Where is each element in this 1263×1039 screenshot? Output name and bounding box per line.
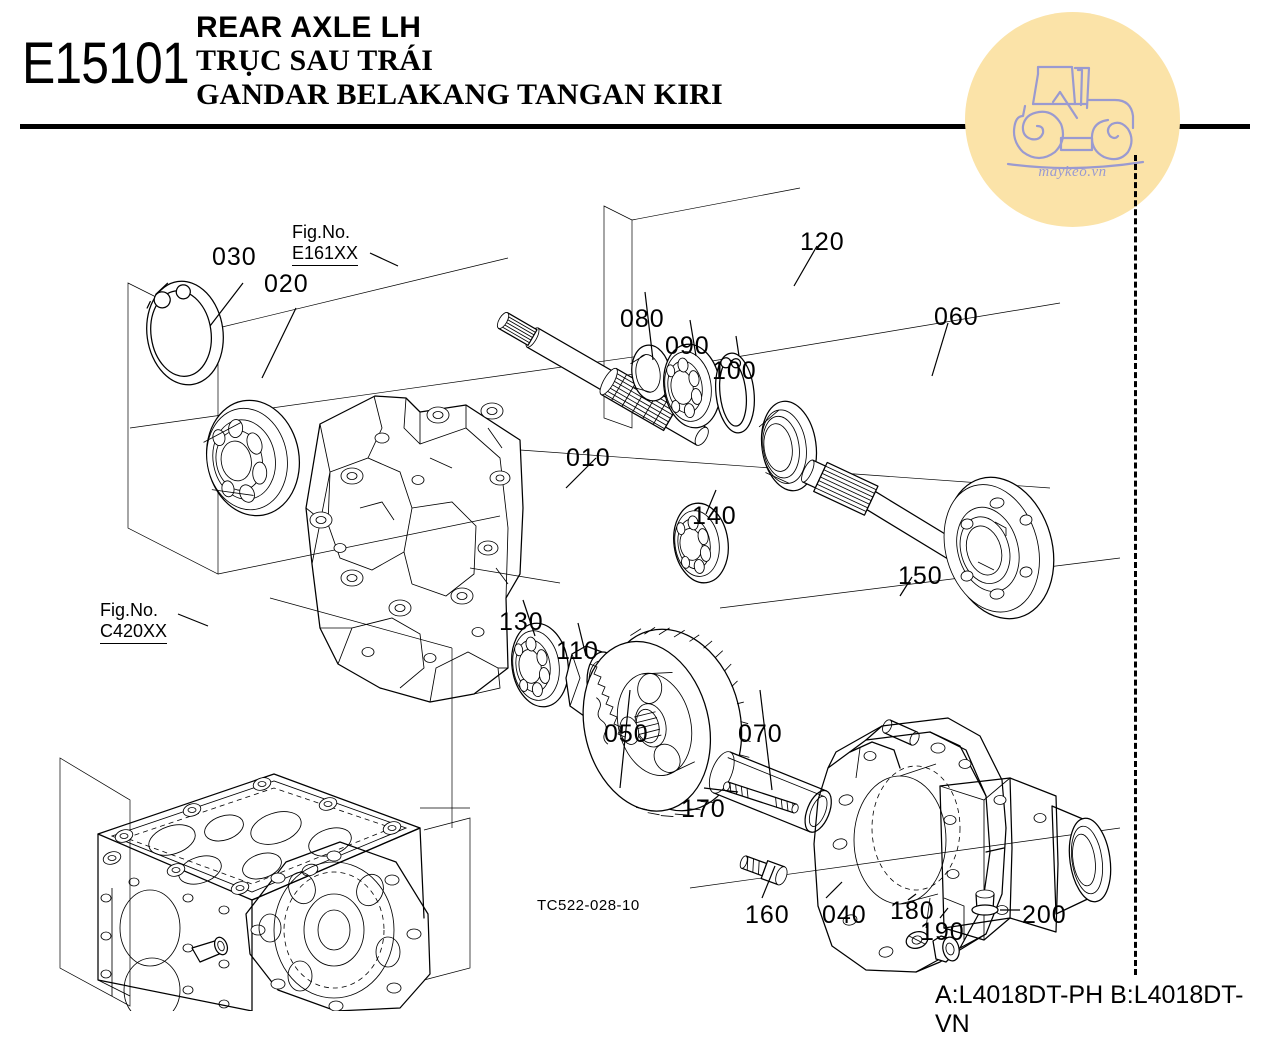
callout-020-ball-bearing[interactable]: 020 [264,270,309,298]
part-160-plug-bolt [739,855,788,886]
fig-ref-label: Fig.No. [292,222,351,242]
tractor-icon [1006,65,1145,170]
callout-070-axle-tube-collar[interactable]: 070 [738,720,783,748]
callout-140-ball-bearing[interactable]: 140 [692,502,737,530]
part-010-drive-shaft [496,312,709,446]
part-080-shim-washer [630,344,671,402]
title-english: REAR AXLE LH [196,11,422,44]
watermark-logo: maykeo.vn [965,12,1180,227]
title-vietnamese: TRỤC SAU TRÁI [196,44,434,78]
part-ref-c420xx-case [97,773,471,1011]
parts-diagram-svg: .ln{fill:none;stroke:#000;stroke-width:1… [59,187,1121,1011]
figure-code: E15101 [22,31,190,96]
part-020-ball-bearing [203,399,301,517]
exploded-parts-drawing: .ln{fill:none;stroke:#000;stroke-width:1… [0,128,1263,1011]
callout-010-axle-drive-shaft[interactable]: 010 [566,444,611,472]
part-060-rear-axle-shaft [801,459,1055,620]
callout-150-dowel-pin[interactable]: 150 [898,562,943,590]
title-block: REAR AXLE LH TRỤC SAU TRÁI GANDAR BELAKA… [196,11,723,112]
callout-060-rear-axle-shaft[interactable]: 060 [934,303,979,331]
watermark-text: maykeo.vn [1038,164,1107,180]
part-130-ball-bearing [511,622,569,708]
callout-190-hex-nut[interactable]: 190 [920,918,965,946]
callout-170-stud-bolt[interactable]: 170 [681,795,726,823]
drawing-number: TC522-028-10 [537,897,640,914]
callout-200-plug[interactable]: 200 [1022,901,1067,929]
model-variants: A:L4018DT-PH B:L4018DT-VN [935,981,1244,1038]
callout-080-shim-washer[interactable]: 080 [620,305,665,333]
callout-160-drain-plug-bolt[interactable]: 160 [745,901,790,929]
title-indonesian: GANDAR BELAKANG TANGAN KIRI [196,77,723,111]
part-150-dowel-pin [882,719,920,746]
part-190-hex-nut [932,935,960,963]
callout-130-ball-bearing[interactable]: 130 [499,608,544,636]
part-030-snap-ring [146,280,224,386]
leader-lines [177,245,1020,919]
variant-divider-line [1134,155,1137,975]
fig-ref-label: Fig.No. [100,600,159,620]
part-070-axle-tube [708,751,832,833]
part-180-washer [905,931,929,949]
callout-180-washer[interactable]: 180 [890,897,935,925]
callout-040-axle-housing[interactable]: 040 [822,901,867,929]
callout-030-snap-ring-external[interactable]: 030 [212,243,257,271]
part-100-snap-ring [715,352,755,434]
callout-090-ball-bearing[interactable]: 090 [665,332,710,360]
part-120-oil-seal [758,400,818,492]
part-050-bull-gear [582,626,751,817]
part-ref-e161xx-case [305,395,524,703]
part-200-plug [971,889,999,916]
part-170-stud-bolt [723,781,799,814]
fig-ref-e161xx[interactable]: Fig.No.E161XX [292,222,359,267]
fig-ref-code: E161XX [292,243,359,267]
callout-100-snap-ring-internal[interactable]: 100 [712,357,757,385]
part-040-axle-housing [813,717,1112,973]
callout-050-bull-gear[interactable]: 050 [604,720,649,748]
part-140-ball-bearing [673,502,729,584]
callout-120-oil-seal[interactable]: 120 [800,228,845,256]
callout-110-bearing-retainer-nut[interactable]: 110 [556,637,599,665]
sheet-header: E15101 REAR AXLE LH TRỤC SAU TRÁI GANDAR… [0,0,1263,129]
fig-ref-c420xx[interactable]: Fig.No.C420XX [100,600,168,645]
fig-ref-code: C420XX [100,621,168,645]
header-rule [20,124,1250,129]
